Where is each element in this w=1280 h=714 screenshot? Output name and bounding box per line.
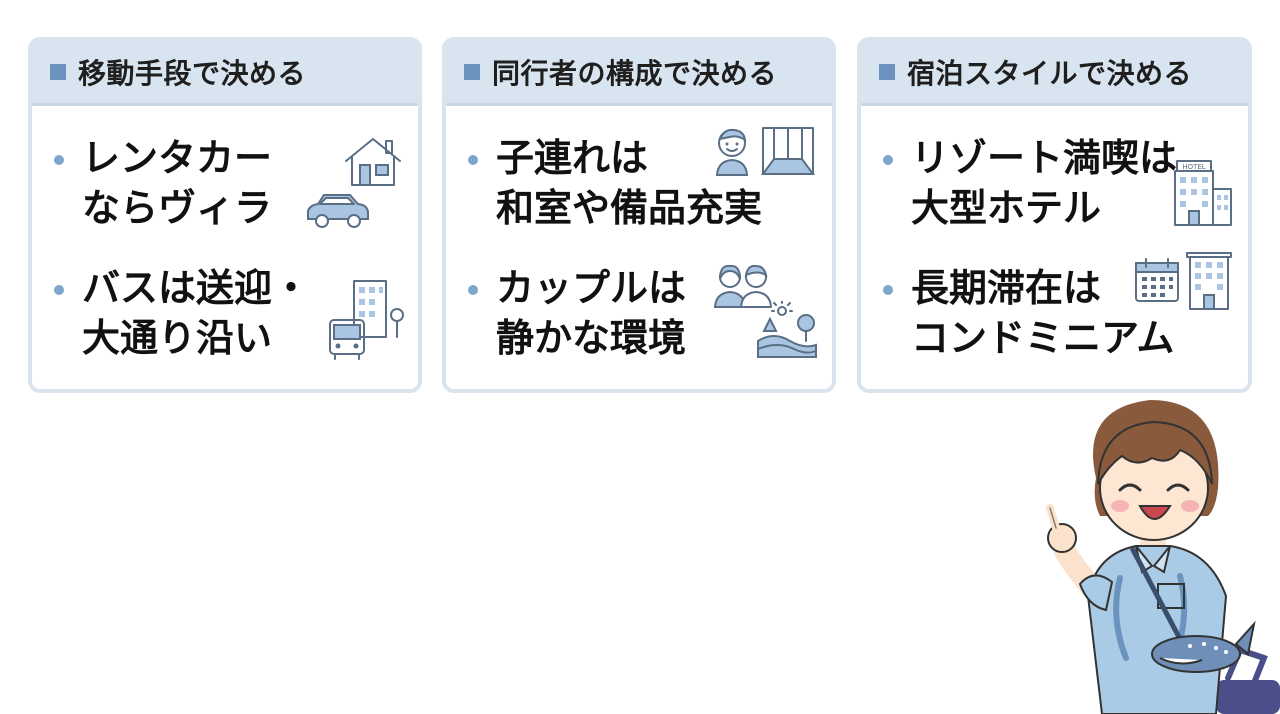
item-text: リゾート満喫は 大型ホテル: [911, 136, 1178, 230]
bullet-icon: [468, 285, 478, 295]
list-item: カップルは 静かな環境: [468, 263, 686, 363]
japanese-room-icon: [761, 127, 815, 175]
building-icon: [353, 280, 404, 338]
item-text: バスは送迎・ 大通り沿い: [82, 266, 311, 360]
hotel-sign: HOTEL: [1182, 163, 1205, 171]
card-stay-style: 宿泊スタイルで決める リゾート満喫は 大型ホテル HOTEL 長期滞在は コンド…: [857, 37, 1252, 393]
card-title: 移動手段で決める: [78, 57, 307, 90]
card-companions: 同行者の構成で決める 子連れは 和室や備品充実 カップルは 静かな環境: [442, 37, 836, 393]
card-transport: 移動手段で決める レンタカー ならヴィラ バスは送迎・ 大通り沿い: [28, 37, 422, 393]
bullet-icon: [468, 155, 478, 165]
bullet-icon: [54, 285, 64, 295]
item-text: 長期滞在は コンドミニアム: [911, 266, 1175, 360]
landscape-icon: [757, 301, 817, 358]
list-item: バスは送迎・ 大通り沿い: [54, 263, 310, 363]
header-square-icon: [50, 64, 66, 80]
hotel-icon: HOTEL: [1174, 160, 1232, 226]
bullet-icon: [54, 155, 64, 165]
card-header: 移動手段で決める: [32, 41, 418, 106]
list-item: 子連れは 和室や備品充実: [468, 133, 762, 233]
condominium-icon: [1186, 252, 1232, 310]
card-header: 同行者の構成で決める: [446, 41, 832, 106]
card-title: 同行者の構成で決める: [492, 57, 778, 90]
car-icon: [307, 194, 369, 228]
calendar-icon: [1135, 258, 1179, 302]
bus-icon: [329, 319, 365, 360]
bullet-icon: [883, 285, 893, 295]
mascot-girl-illustration: [1046, 400, 1280, 714]
item-text: カップルは 静かな環境: [496, 266, 687, 360]
house-icon: [345, 138, 401, 186]
card-header: 宿泊スタイルで決める: [861, 41, 1248, 106]
list-item: 長期滞在は コンドミニアム: [883, 263, 1174, 363]
item-text: レンタカー ならヴィラ: [82, 136, 273, 230]
child-icon: [715, 128, 749, 176]
list-item: リゾート満喫は 大型ホテル: [883, 133, 1177, 233]
bullet-icon: [883, 155, 893, 165]
header-square-icon: [464, 64, 480, 80]
card-title: 宿泊スタイルで決める: [907, 57, 1193, 90]
item-text: 子連れは 和室や備品充実: [496, 136, 763, 230]
list-item: レンタカー ならヴィラ: [54, 133, 272, 233]
header-square-icon: [879, 64, 895, 80]
couple-icon: [713, 264, 772, 308]
